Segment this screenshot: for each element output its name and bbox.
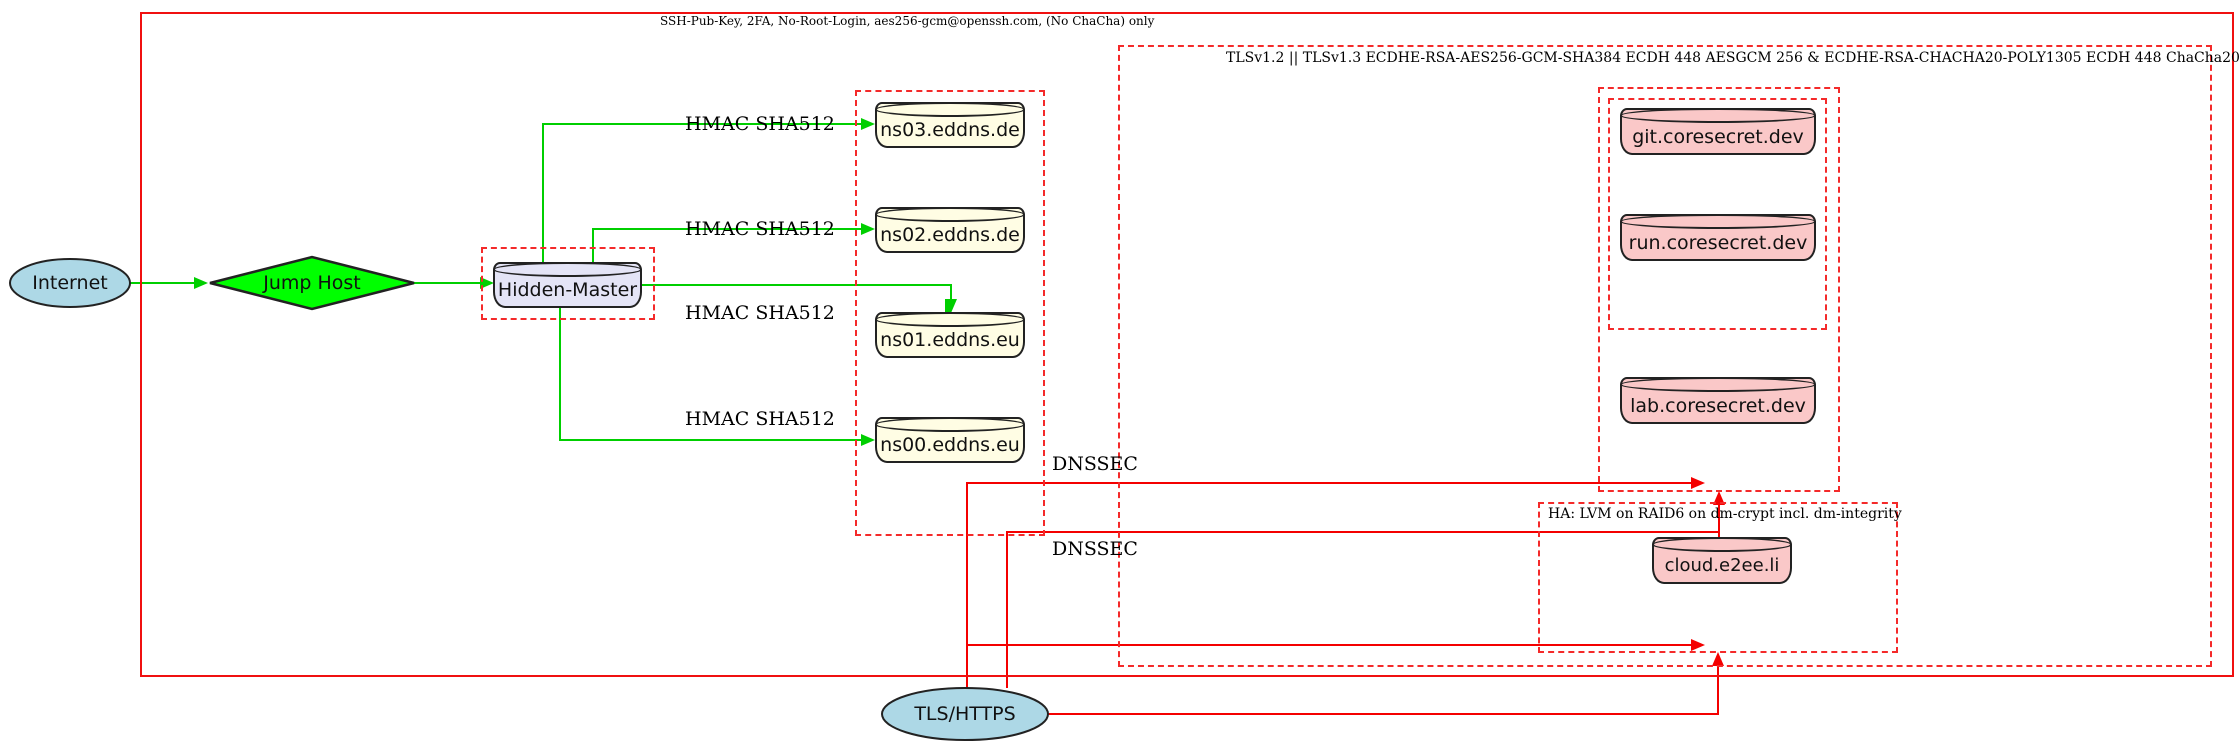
node-hidden-master-label: Hidden-Master — [497, 279, 638, 301]
cluster-tls-label: TLSv1.2 || TLSv1.3 ECDHE-RSA-AES256-GCM-… — [1226, 50, 2240, 66]
node-ns03-label: ns03.eddns.de — [880, 119, 1020, 141]
tls-ha-arrowhead — [1712, 652, 1724, 666]
node-ns00: ns00.eddns.eu — [875, 417, 1025, 463]
node-ns00-label: ns00.eddns.eu — [880, 434, 1020, 456]
edge-tls-servers-horizontal — [1006, 531, 1720, 533]
label-hmac-1: HMAC SHA512 — [685, 113, 835, 135]
node-tls-https: TLS/HTTPS — [880, 686, 1050, 742]
label-hmac-2: HMAC SHA512 — [685, 218, 835, 240]
label-dnssec-1: DNSSEC — [1052, 453, 1138, 475]
edge-hm-ns00-vertical — [559, 307, 561, 441]
node-ns02: ns02.eddns.de — [875, 207, 1025, 253]
edge-tls-ha-horizontal — [1048, 713, 1719, 715]
cluster-ha-box — [1538, 502, 1898, 653]
cluster-tls-box — [1118, 45, 2212, 667]
node-git: git.coresecret.dev — [1620, 108, 1816, 155]
edge-tls-ha-vertical — [1717, 665, 1719, 715]
node-internet: Internet — [8, 257, 132, 309]
edge-tls-servers-vertical2 — [1718, 504, 1720, 538]
node-lab: lab.coresecret.dev — [1620, 377, 1816, 424]
node-cloud: cloud.e2ee.li — [1652, 537, 1792, 584]
cluster-nameservers-box — [855, 90, 1045, 536]
node-ns03: ns03.eddns.de — [875, 102, 1025, 148]
hm-ns01-arrowhead — [945, 299, 957, 313]
edge-tls-servers-vertical1 — [1006, 532, 1008, 688]
node-ns01-label: ns01.eddns.eu — [880, 329, 1020, 351]
label-hmac-4: HMAC SHA512 — [685, 408, 835, 430]
tls-https-ellipse-shape — [881, 687, 1049, 741]
dnssec1-arrowhead — [1691, 477, 1705, 489]
label-dnssec-2: DNSSEC — [1052, 538, 1138, 560]
edge-dnssec1-vertical — [966, 483, 968, 688]
cluster-servers-box — [1598, 87, 1840, 492]
node-jump-host: Jump Host — [208, 255, 416, 311]
edge-hm-ns01-horizontal — [642, 284, 952, 286]
edge-hm-ns02-vertical — [592, 229, 594, 264]
edge-hm-ns02-horizontal — [592, 228, 862, 230]
hm-ns02-arrowhead — [861, 223, 875, 235]
edge-internet-jumphost — [128, 282, 194, 284]
edge-jumphost-hiddenmaster — [413, 282, 480, 284]
edge-hm-ns03-vertical — [542, 124, 544, 264]
node-run-label: run.coresecret.dev — [1628, 231, 1808, 254]
cluster-hiddenmaster-box — [481, 247, 655, 320]
node-hidden-master: Hidden-Master — [493, 262, 642, 308]
jumphost-hiddenmaster-arrowhead — [480, 277, 494, 289]
label-hmac-3: HMAC SHA512 — [685, 302, 835, 324]
tls-servers-arrowhead — [1713, 491, 1725, 505]
edge-hm-ns01-vertical — [950, 284, 952, 300]
cluster-ha-label: HA: LVM on RAID6 on dm-crypt incl. dm-in… — [1548, 506, 1902, 522]
node-internet-label: Internet — [32, 272, 108, 294]
dnssec2-arrowhead — [1691, 639, 1705, 651]
jump-host-diamond-shape — [209, 255, 415, 311]
node-tls-https-label: TLS/HTTPS — [914, 703, 1016, 725]
internet-jumphost-arrowhead — [194, 277, 208, 289]
edge-hm-ns00-horizontal — [559, 439, 862, 441]
edge-dnssec2-horizontal — [966, 644, 1691, 646]
cluster-gitrun-box — [1608, 98, 1827, 330]
internet-ellipse-shape — [9, 258, 131, 308]
node-lab-label: lab.coresecret.dev — [1630, 394, 1806, 417]
node-run: run.coresecret.dev — [1620, 214, 1816, 261]
edge-hm-ns03-horizontal — [542, 123, 862, 125]
cluster-ssh-box — [140, 12, 2234, 677]
edge-dnssec1-horizontal — [966, 482, 1691, 484]
hm-ns00-arrowhead — [861, 434, 875, 446]
node-jump-host-label: Jump Host — [263, 272, 361, 294]
node-git-label: git.coresecret.dev — [1632, 125, 1804, 148]
hm-ns03-arrowhead — [861, 118, 875, 130]
cluster-ssh-label: SSH-Pub-Key, 2FA, No-Root-Login, aes256-… — [660, 14, 1155, 28]
node-ns02-label: ns02.eddns.de — [880, 224, 1020, 246]
node-cloud-label: cloud.e2ee.li — [1664, 555, 1780, 576]
node-ns01: ns01.eddns.eu — [875, 312, 1025, 358]
